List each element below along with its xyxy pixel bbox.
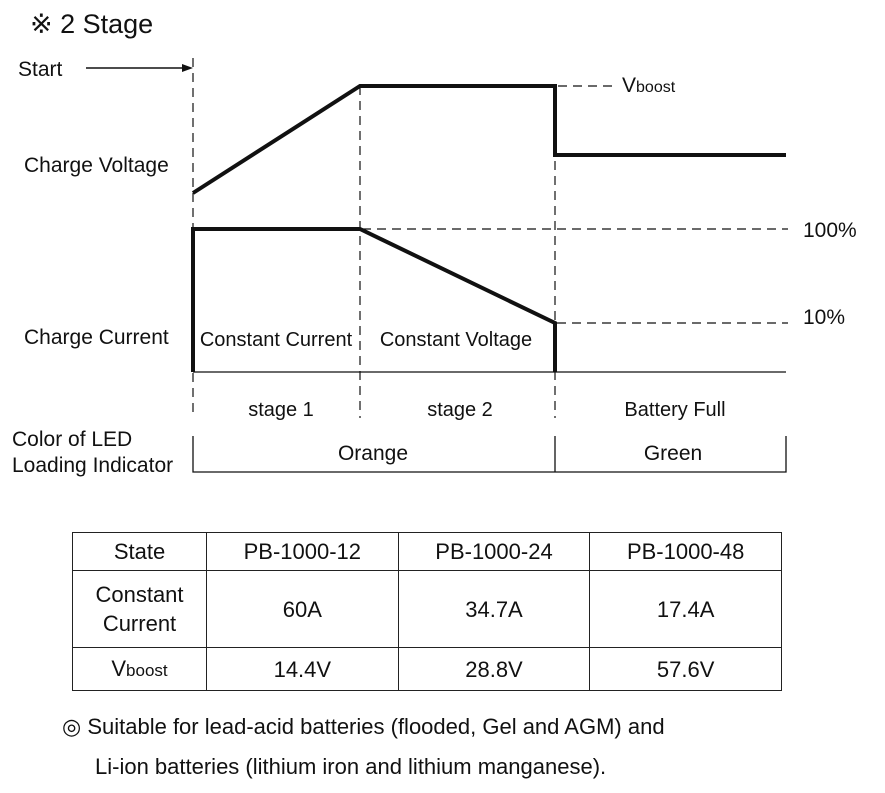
header-model-12: PB-1000-12 xyxy=(206,532,399,571)
table-row-constant-current: Constant Current 60A 34.7A 17.4A xyxy=(72,570,782,648)
level-100-label: 100% xyxy=(803,219,857,242)
start-label: Start xyxy=(18,58,63,81)
vb-value-48: 57.6V xyxy=(589,647,782,691)
start-arrow-head xyxy=(182,64,193,72)
charge-voltage-curve xyxy=(191,84,786,195)
note-line2: Li-ion batteries (lithium iron and lithi… xyxy=(95,754,607,779)
stage2-label: stage 2 xyxy=(427,399,493,421)
stage1-label: stage 1 xyxy=(248,399,314,421)
vb-label-main: V xyxy=(111,655,127,681)
vb-value-24: 28.8V xyxy=(397,647,591,691)
row-label-vboost: Vboost xyxy=(72,647,207,691)
cc-label-line2: Current xyxy=(102,611,177,636)
led-bracket xyxy=(192,436,787,473)
charge-voltage-label: Charge Voltage xyxy=(24,154,169,177)
cc-label-line1: Constant xyxy=(95,582,184,607)
charging-diagram: ※ 2 Stage Start Charge Voltage Vboost Ch… xyxy=(12,9,857,477)
battery-full-label: Battery Full xyxy=(624,399,725,421)
table-header-row: State PB-1000-12 PB-1000-24 PB-1000-48 xyxy=(72,532,782,571)
header-state: State xyxy=(72,532,207,571)
spec-table: State PB-1000-12 PB-1000-24 PB-1000-48 C… xyxy=(72,532,782,691)
vb-label-sub: boost xyxy=(126,660,168,680)
cc-value-12: 60A xyxy=(206,570,399,648)
note-text-line1: Suitable for lead-acid batteries (floode… xyxy=(87,714,665,739)
row-label-constant-current: Constant Current xyxy=(72,570,207,648)
constant-voltage-label: Constant Voltage xyxy=(380,329,532,351)
cc-value-48: 17.4A xyxy=(589,570,782,648)
led-green-label: Green xyxy=(644,442,702,465)
battery-note: ◎ Suitable for lead-acid batteries (floo… xyxy=(62,707,665,787)
led-label-line1: Color of LED xyxy=(12,428,132,451)
note-line1: ◎ Suitable for lead-acid batteries (floo… xyxy=(62,707,665,747)
constant-current-label: Constant Current xyxy=(200,329,353,351)
led-orange-label: Orange xyxy=(338,442,408,465)
note-bullet-icon: ◎ xyxy=(62,714,82,739)
charge-current-curve xyxy=(191,227,557,372)
led-label-line2: Loading Indicator xyxy=(12,454,173,477)
vboost-label: Vboost xyxy=(622,74,676,97)
table-row-vboost: Vboost 14.4V 28.8V 57.6V xyxy=(72,647,782,691)
charge-current-label: Charge Current xyxy=(24,326,169,349)
cc-value-24: 34.7A xyxy=(397,570,591,648)
header-model-24: PB-1000-24 xyxy=(397,532,591,571)
header-model-48: PB-1000-48 xyxy=(589,532,782,571)
level-10-label: 10% xyxy=(803,306,845,329)
vb-value-12: 14.4V xyxy=(206,647,399,691)
diagram-title: ※ 2 Stage xyxy=(30,9,153,39)
